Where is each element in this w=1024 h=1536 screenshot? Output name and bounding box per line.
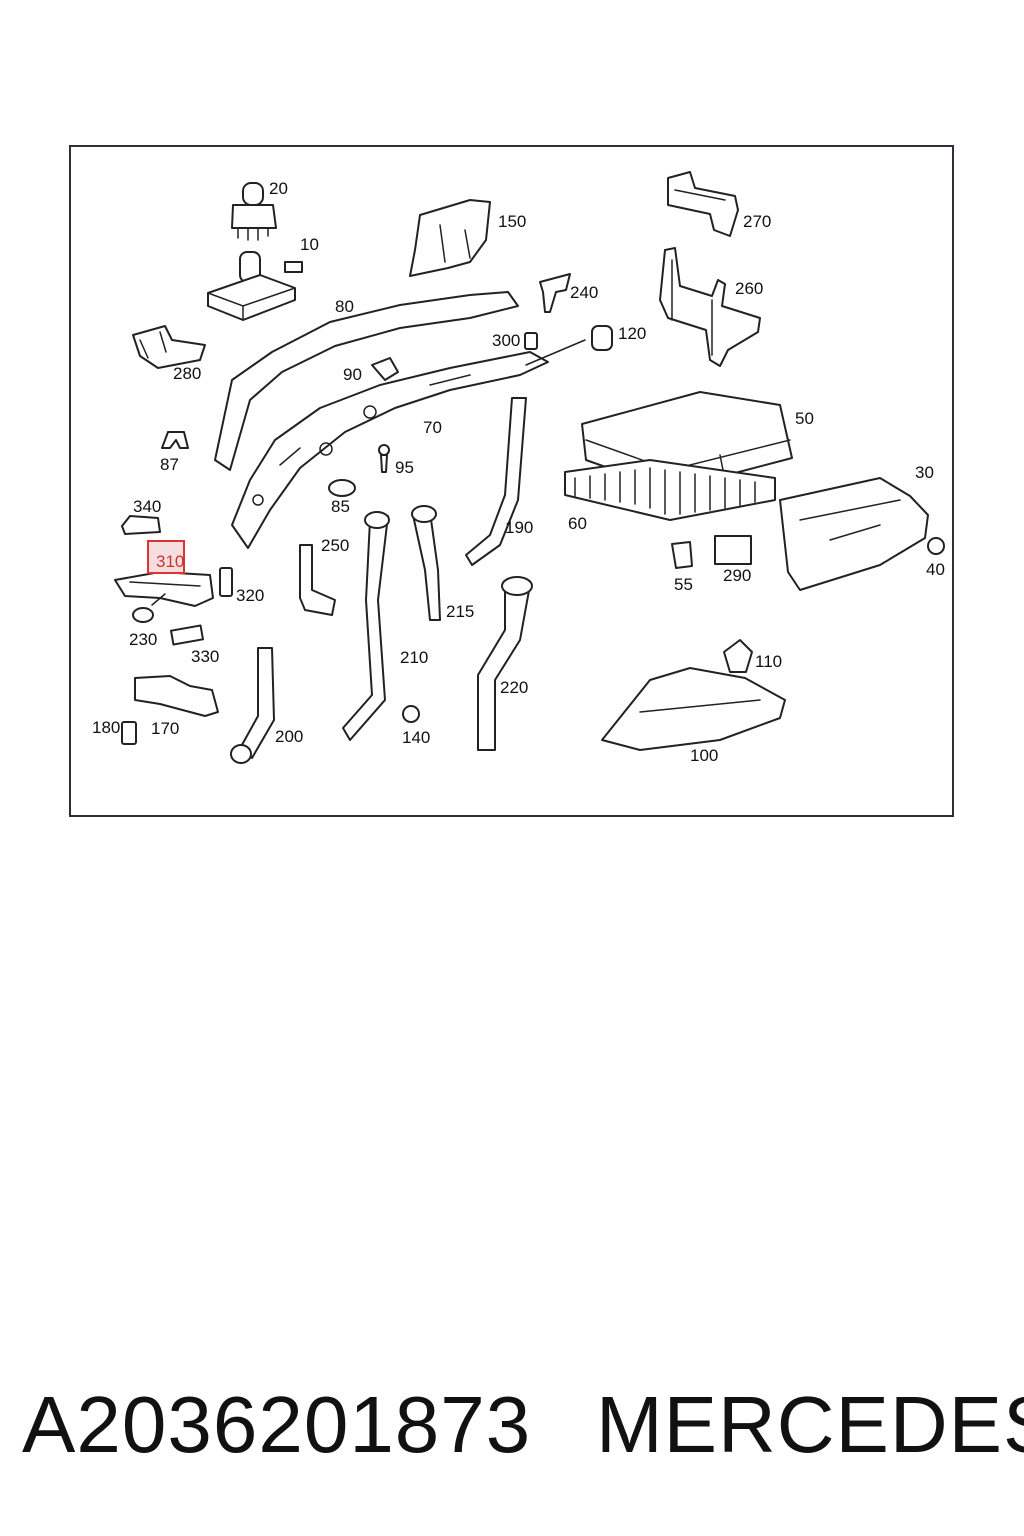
part-40 — [927, 537, 945, 555]
label-140: 140 — [402, 728, 430, 747]
label-215: 215 — [446, 602, 474, 621]
part-95 — [378, 444, 390, 473]
label-210: 210 — [400, 648, 428, 667]
label-200: 200 — [275, 727, 303, 746]
part-87 — [161, 431, 189, 449]
part-320 — [219, 567, 233, 597]
part-260 — [659, 247, 761, 367]
part-220 — [477, 576, 533, 751]
label-220: 220 — [500, 678, 528, 697]
part-230 — [132, 593, 166, 623]
label-70: 70 — [423, 418, 442, 437]
label-80: 80 — [335, 297, 354, 316]
label-260: 260 — [735, 279, 763, 298]
part-10 — [207, 251, 303, 321]
part-55 — [671, 541, 693, 569]
label-330: 330 — [191, 647, 219, 666]
part-70 — [231, 351, 549, 549]
brand-name: MERCEDES — [596, 1380, 1024, 1469]
part-100 — [601, 667, 786, 751]
part-150 — [409, 199, 491, 277]
label-100: 100 — [690, 746, 718, 765]
label-300: 300 — [492, 331, 520, 350]
label-120: 120 — [618, 324, 646, 343]
label-87: 87 — [160, 455, 179, 474]
part-20 — [231, 182, 277, 241]
label-240: 240 — [570, 283, 598, 302]
label-320: 320 — [236, 586, 264, 605]
label-270: 270 — [743, 212, 771, 231]
part-120 — [525, 325, 613, 366]
label-180: 180 — [92, 718, 120, 737]
footer: A2036201873 MERCEDES — [0, 1370, 1024, 1480]
part-30 — [779, 477, 929, 591]
label-50: 50 — [795, 409, 814, 428]
label-10: 10 — [300, 235, 319, 254]
label-340: 340 — [133, 497, 161, 516]
label-250: 250 — [321, 536, 349, 555]
label-280: 280 — [173, 364, 201, 383]
part-340 — [121, 515, 161, 535]
part-60 — [564, 459, 776, 521]
part-90 — [371, 357, 399, 381]
part-190 — [465, 397, 527, 566]
part-300 — [524, 332, 538, 350]
label-230: 230 — [129, 630, 157, 649]
label-90: 90 — [343, 365, 362, 384]
label-190: 190 — [505, 518, 533, 537]
part-270 — [667, 171, 739, 237]
part-180 — [121, 721, 137, 745]
part-250 — [299, 544, 336, 616]
part-240 — [539, 273, 571, 313]
part-290 — [714, 535, 752, 565]
label-170: 170 — [151, 719, 179, 738]
part-85 — [328, 479, 356, 497]
highlight-310: 310 — [147, 540, 185, 574]
label-150: 150 — [498, 212, 526, 231]
part-200 — [230, 647, 275, 764]
part-140 — [402, 705, 420, 723]
part-330 — [170, 624, 204, 646]
part-215 — [411, 505, 441, 621]
label-85: 85 — [331, 497, 350, 516]
part-80 — [214, 291, 519, 471]
highlight-310-label: 310 — [156, 552, 184, 571]
label-55: 55 — [674, 575, 693, 594]
label-110: 110 — [755, 652, 782, 671]
label-20: 20 — [269, 179, 288, 198]
part-110 — [723, 639, 753, 673]
label-60: 60 — [568, 514, 587, 533]
label-40: 40 — [926, 560, 945, 579]
part-170 — [134, 675, 219, 717]
label-95: 95 — [395, 458, 414, 477]
label-290: 290 — [723, 566, 751, 585]
part-number: A2036201873 — [22, 1380, 532, 1469]
part-310 — [114, 571, 214, 607]
label-30: 30 — [915, 463, 934, 482]
part-210 — [342, 511, 390, 741]
part-280 — [132, 325, 206, 369]
